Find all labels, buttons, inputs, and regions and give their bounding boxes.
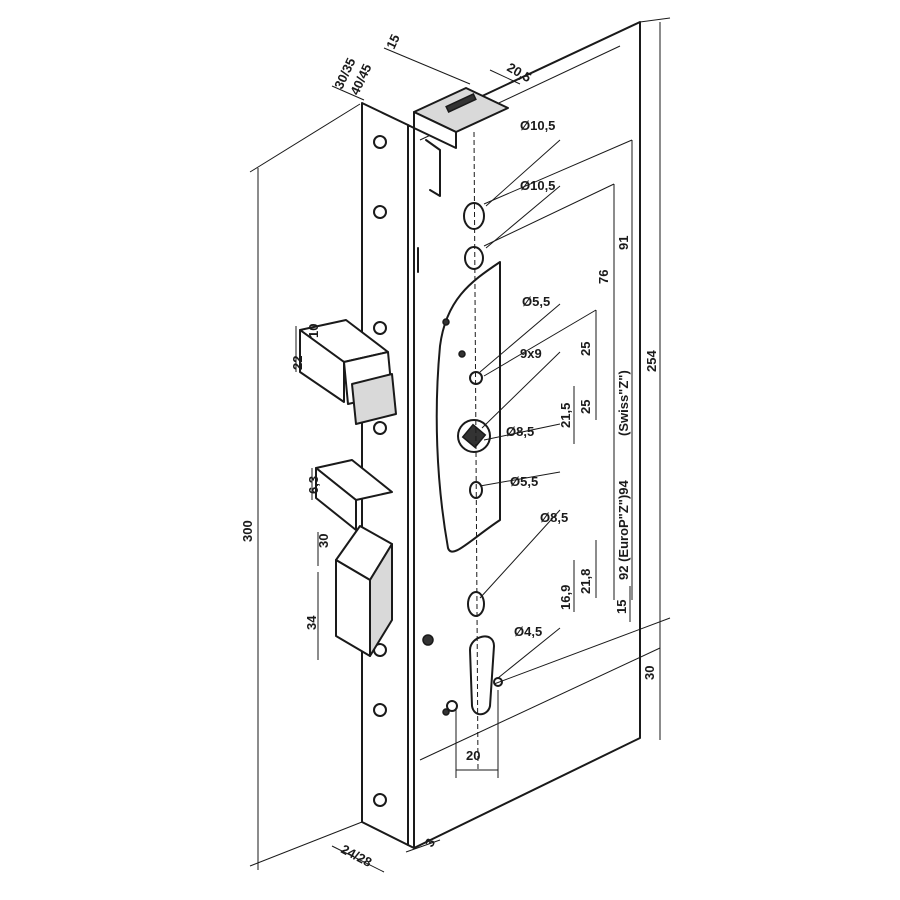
dim-h-30-bottom: 30 [642,666,657,680]
case-inner-bottom [419,647,661,761]
follower-plate [435,261,501,553]
dim-d-8-5a: Ø8,5 [506,424,534,439]
cylinder-cutout [469,635,495,716]
upper-hole-1 [463,202,485,230]
latch-bolt-front [299,329,345,403]
top-bolt-front [413,111,457,149]
dim-h-300: 300 [240,520,255,542]
dim-h-254: 254 [644,350,659,372]
dim-h-15: 15 [614,600,629,614]
screw-hole-6 [373,703,387,717]
dim-bolt-6: 6,3 [306,476,321,494]
dim-sq-9x9: 9x9 [520,346,542,361]
top-bolt-hook [425,139,441,197]
dim-faceplate: 24/28 [339,841,375,870]
dim-h-21-8: 21,8 [578,569,593,594]
dim-h-21-5: 21,5 [558,403,573,428]
dim-w-20: 20 [466,748,480,763]
latch-bevel [351,373,397,425]
pin-4 [442,708,450,716]
pin-1 [442,318,450,326]
dim-bolt-34: 34 [304,615,319,630]
dim-d-4-5: Ø4,5 [514,624,542,639]
dim-top-depth: 15 [383,32,403,51]
screw-hole-2 [373,205,387,219]
faceplate-holes [373,135,387,807]
dim-h-16-9: 16,9 [558,585,573,610]
pin-2 [458,350,466,358]
lower-hole-1 [469,481,483,499]
dim-bolt-30: 30 [316,534,331,548]
dim-euro-label: 92 (EuroP"Z")94 [616,479,631,580]
dimension-lines [249,17,671,873]
screw-hole-4 [373,421,387,435]
dim-d-top1: Ø10,5 [520,118,555,133]
dim-h-25a: 25 [578,342,593,356]
dim-d-mid: Ø5,5 [522,294,550,309]
dim-h-91: 91 [616,236,631,250]
pin-3 [422,634,434,646]
dim-d-top2: Ø10,5 [520,178,555,193]
dim-h-76: 76 [596,270,611,284]
follower-square [461,423,487,449]
deadbolt-side [369,543,393,657]
dim-profile-swiss: (Swiss"Z") [616,370,631,436]
dim-h-25b: 25 [578,400,593,414]
screw-hole-1 [373,135,387,149]
screw-hole-3 [373,321,387,335]
dim-d-8-5b: Ø8,5 [540,510,568,525]
dim-d-5-5b: Ø5,5 [510,474,538,489]
screw-hole-7 [373,793,387,807]
top-bolt-slot [445,92,477,114]
dim-latch-10: 10 [306,324,321,338]
dim-latch-22: 22 [290,356,305,370]
cylinder-screw [446,700,458,712]
upper-hole-2 [464,246,484,270]
centre-axis [473,131,479,771]
